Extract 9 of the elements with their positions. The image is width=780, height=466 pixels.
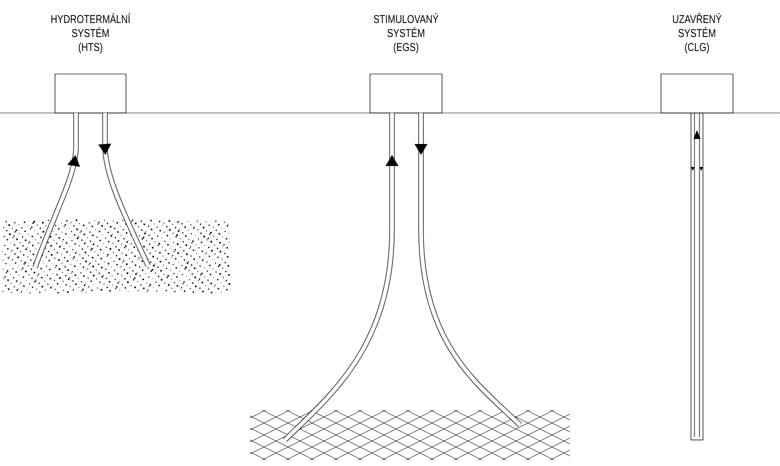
well-pipe xyxy=(98,113,150,267)
system-heading: UZAVŘENÝ SYSTÉM (CLG) xyxy=(673,12,722,54)
well-pipe xyxy=(414,113,522,427)
porous-rock-drawing xyxy=(2,219,230,294)
well-pipe xyxy=(283,113,398,442)
well-pipe xyxy=(32,113,80,268)
fracture-zone-drawing xyxy=(250,410,570,460)
system-heading: STIMULOVANÝ SYSTÉM (EGS) xyxy=(374,13,438,54)
system-heading: HYDROTERMÁLNÍ SYSTÉM (HTS) xyxy=(51,13,130,54)
